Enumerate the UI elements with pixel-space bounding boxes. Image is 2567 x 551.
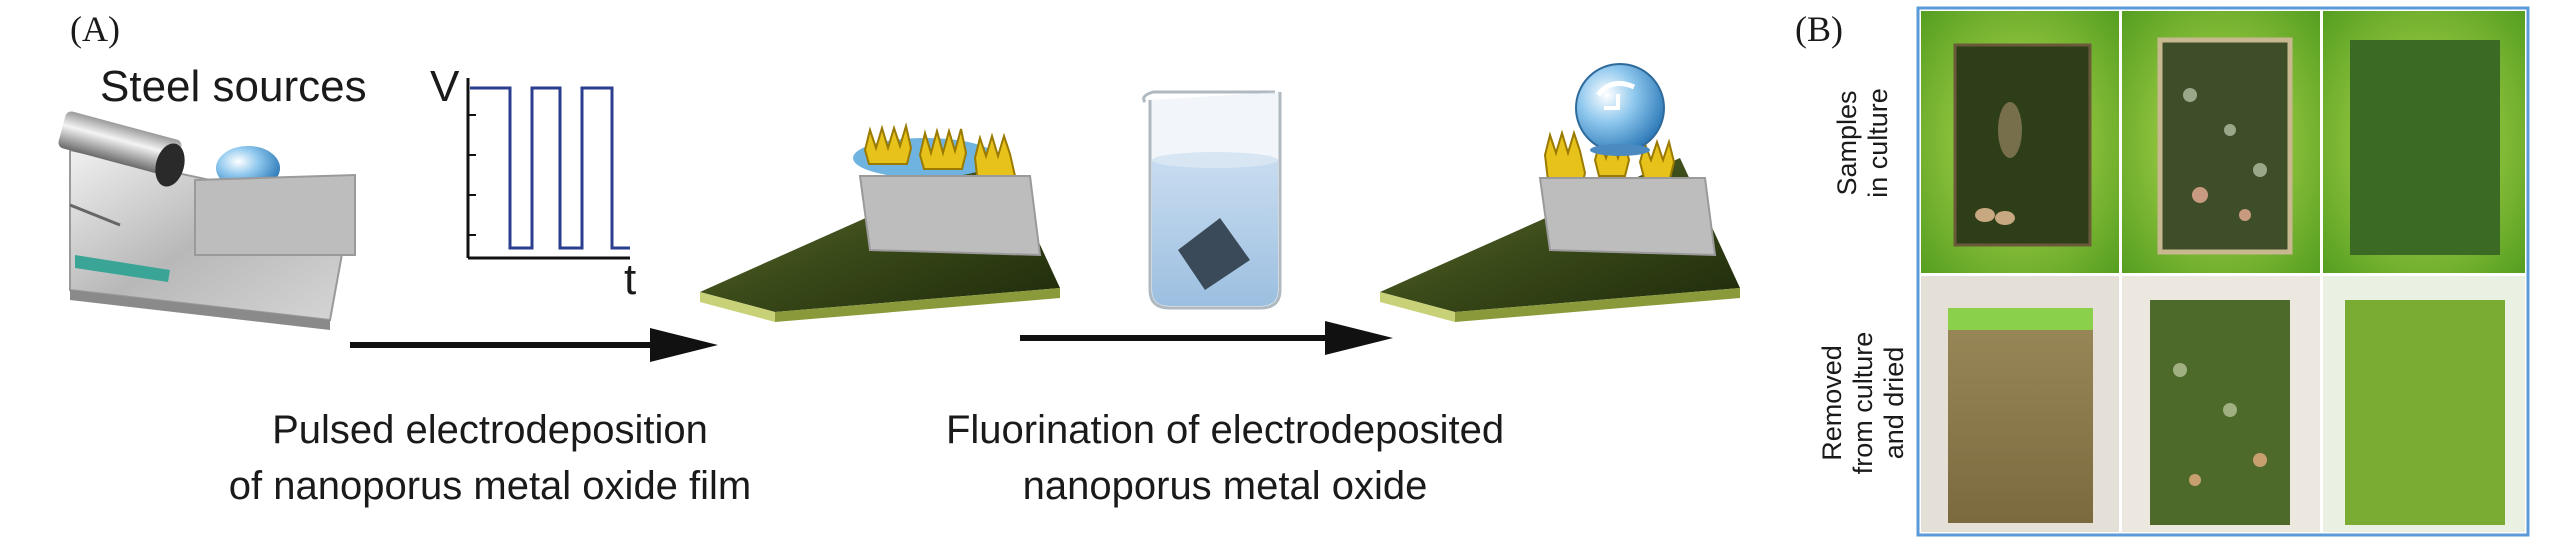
steel-sources-illustration <box>58 111 356 330</box>
arrow-1 <box>350 328 718 362</box>
step1-caption: Pulsed electrodeposition of nanoporus me… <box>140 402 840 514</box>
photo-row1-col1 <box>1921 11 2119 273</box>
photo-row1-col2 <box>2122 11 2320 273</box>
photo-row2-col1 <box>1921 276 2119 532</box>
photo-row2-col2 <box>2122 276 2320 532</box>
step2-caption: Fluorination of electrodeposited nanopor… <box>865 402 1585 514</box>
row2-label: Removed from culture and dried <box>1817 293 1913 513</box>
pulse-axis-x-label: t <box>624 255 637 304</box>
row1-label-line2: in culture <box>1863 88 1893 198</box>
row2-label-line3: and dried <box>1879 346 1909 460</box>
fluorinated-film-illustration <box>1380 63 1740 322</box>
photo-row2-col3 <box>2323 276 2525 532</box>
electrodeposited-film-illustration <box>700 122 1060 322</box>
step2-caption-line2: nanoporus metal oxide <box>1022 464 1428 508</box>
arrow-2 <box>1020 321 1393 355</box>
water-droplet-icon <box>1575 63 1665 156</box>
row1-label-line1: Samples <box>1832 90 1862 196</box>
row1-label: Samples in culture <box>1832 43 1898 243</box>
step1-caption-line2: of nanoporus metal oxide film <box>228 464 752 508</box>
steel-sources-label: Steel sources <box>100 62 367 111</box>
step2-caption-line1: Fluorination of electrodeposited <box>945 408 1505 452</box>
pulse-axis-y-label: V <box>430 62 460 111</box>
photo-row1-col3 <box>2323 11 2525 273</box>
beaker-illustration <box>1142 90 1282 310</box>
row2-label-line1: Removed <box>1817 345 1847 461</box>
panel-b-label: (B) <box>1795 9 1843 49</box>
panel-a-label: (A) <box>70 9 120 49</box>
pulse-waveform <box>466 78 630 260</box>
row2-label-line2: from culture <box>1848 331 1878 475</box>
panel-b-photo-grid <box>1916 6 2530 537</box>
step1-caption-line1: Pulsed electrodeposition <box>272 408 708 452</box>
